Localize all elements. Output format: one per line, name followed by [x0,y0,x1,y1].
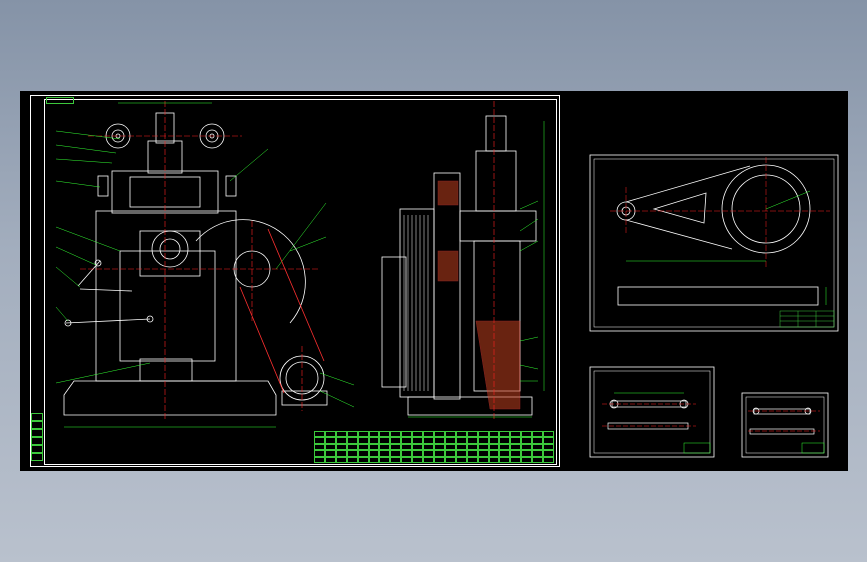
revision-strip [31,413,43,461]
base-plate [63,380,277,416]
side-view-gear-pack [399,208,435,398]
link-part-sheet [589,154,839,332]
flywheel-guard [195,219,306,324]
drawing-number-box [46,97,74,104]
assembly-views [55,101,839,458]
crank-link-part [616,164,819,306]
assembly-sheet [30,95,560,467]
frame-window [119,250,216,362]
rod-sheet-1 [589,366,715,458]
rod-sheet-2 [741,392,829,458]
link-title-block [779,310,835,328]
assembly-sheet-border [44,99,557,465]
parts-list-table [314,431,554,463]
cad-drawing-canvas[interactable] [20,91,848,471]
